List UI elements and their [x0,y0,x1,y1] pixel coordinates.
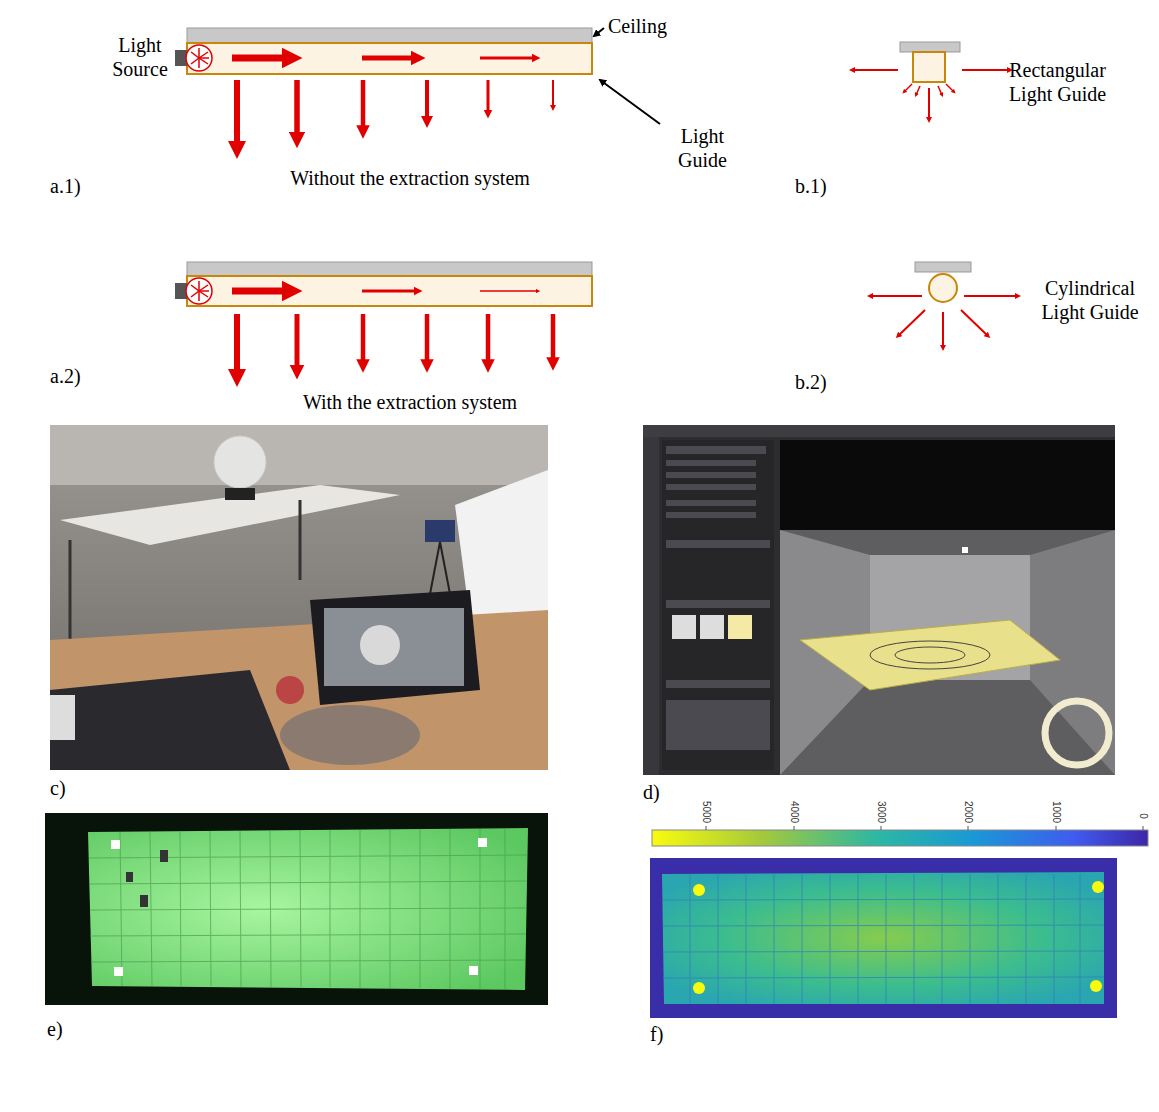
panel-label: a.2) [50,364,110,388]
part-name: Rectangular Light Guide [990,58,1125,106]
part-name: Cylindrical Light Guide [1025,276,1155,324]
panel-label: b.2) [795,370,855,394]
camera-image [45,813,548,1005]
panel-caption: With the extraction system [250,390,570,414]
panel-label: c) [50,776,90,800]
cylindrical-guide-section [870,262,1018,348]
panel-label: d) [643,780,683,804]
colorbar-tick: 0 [1137,813,1149,819]
colorbar-tick: 2000 [962,801,974,823]
panel-label: e) [47,1017,87,1041]
luminance-map [650,826,1148,1018]
colorbar-tick: 3000 [875,801,887,823]
panel-label: a.1) [50,174,110,198]
colorbar-tick: 1000 [1050,801,1062,823]
simulation-screenshot [643,425,1115,775]
rectangular-guide-section [852,42,1010,120]
part-name: Light Guide [655,124,750,172]
panel-label: f) [650,1022,690,1046]
panel-label: b.1) [795,174,855,198]
panel-caption: Without the extraction system [250,166,570,190]
colorbar-tick: 5000 [700,801,712,823]
lab-photo [50,425,548,770]
colorbar-tick: 4000 [788,801,800,823]
guide-without-extraction [175,28,660,150]
part-name: Light Source [100,33,180,81]
part-name: Ceiling [608,14,698,38]
guide-with-extraction [175,262,592,378]
